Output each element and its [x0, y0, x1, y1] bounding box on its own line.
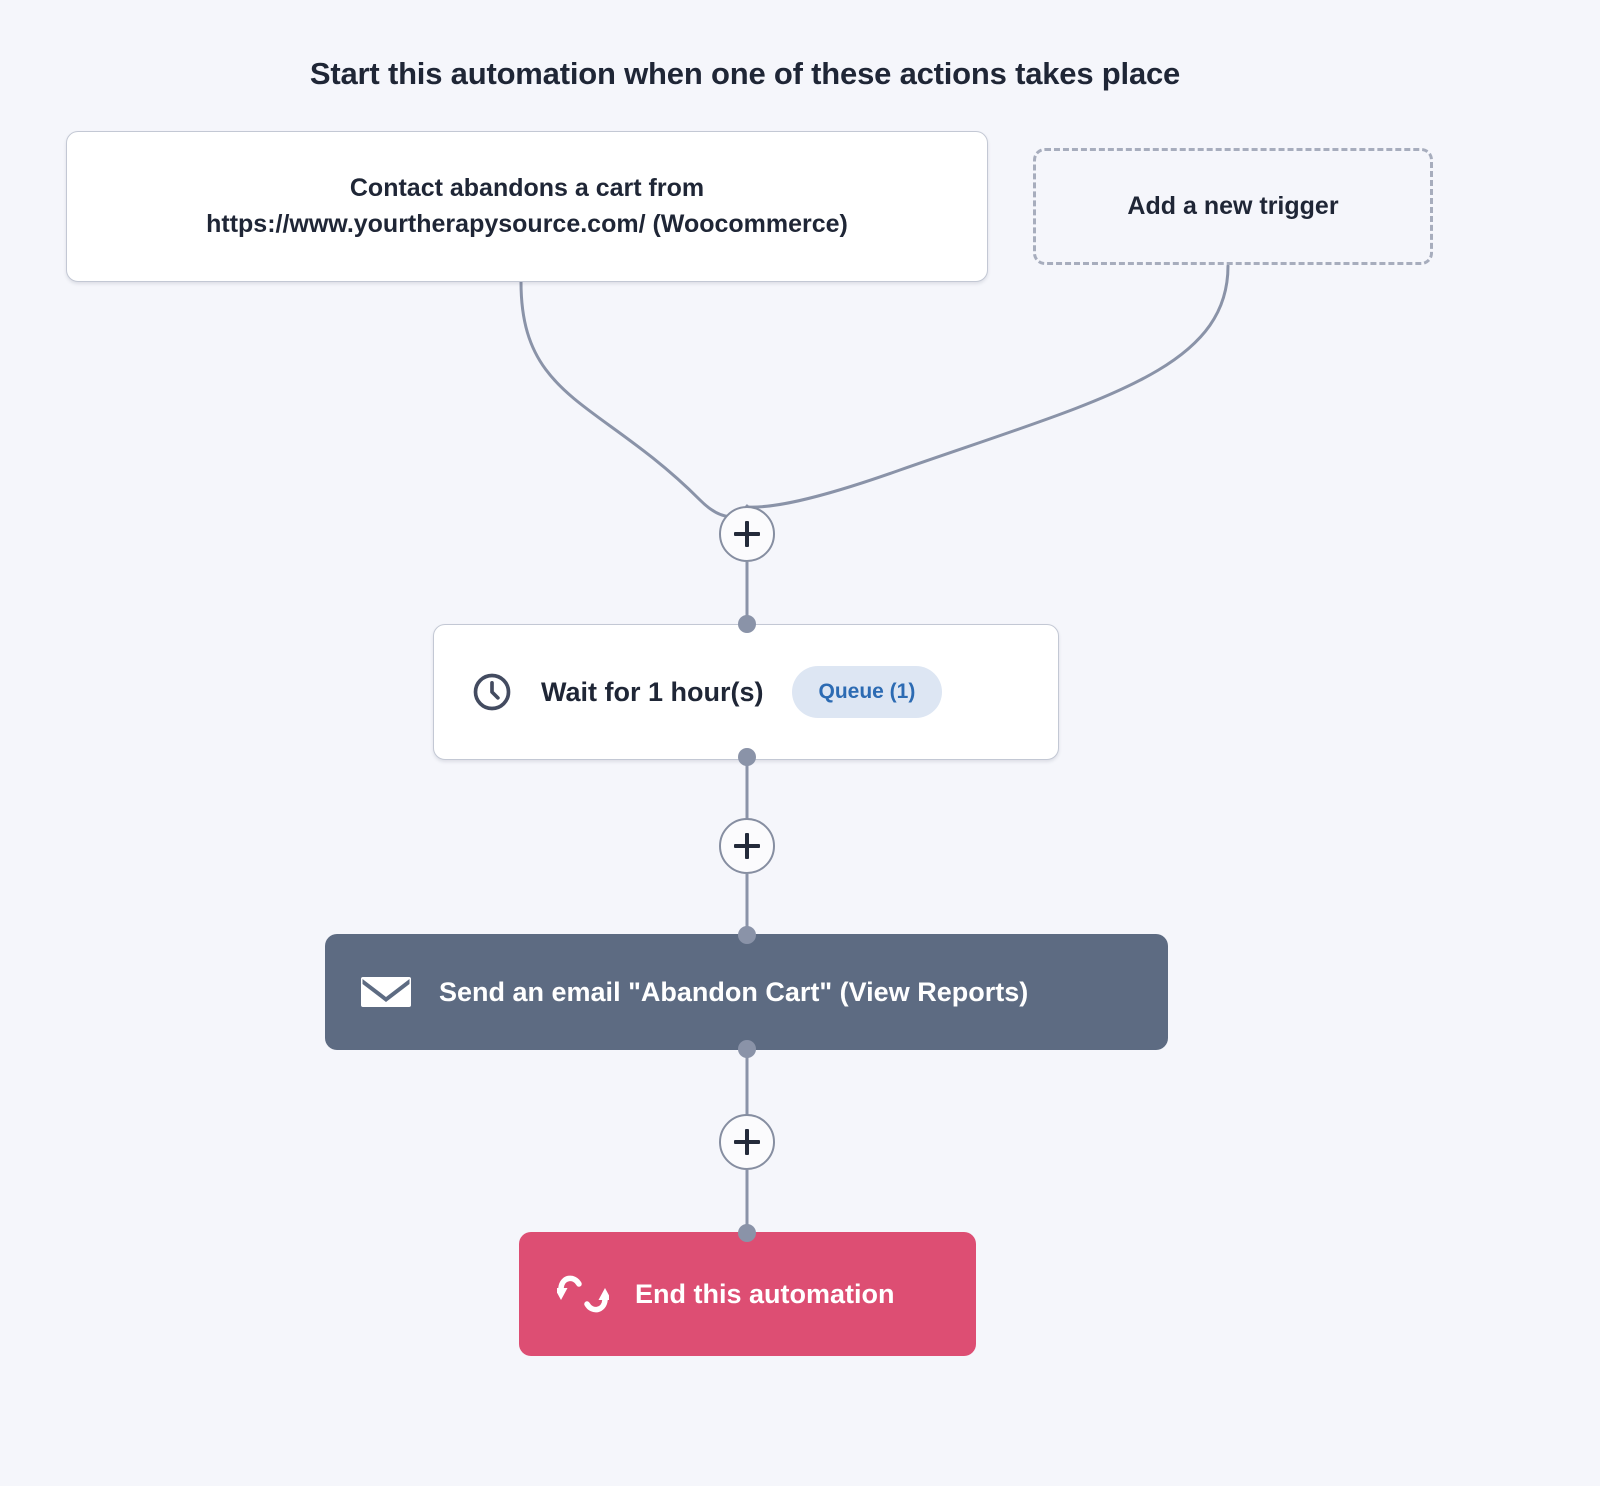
plus-icon [734, 1129, 760, 1155]
clock-icon [473, 673, 511, 711]
step-send-email-label: Send an email "Abandon Cart" (View Repor… [439, 976, 1029, 1007]
trigger-line-1: Contact abandons a cart from [349, 174, 705, 202]
plus-icon [734, 833, 760, 859]
trigger-line-2: https://www.yourtherapysource.com/ (Wooc… [206, 209, 848, 238]
add-new-trigger-label: Add a new trigger [1127, 192, 1339, 220]
step-send-email-node[interactable]: Send an email "Abandon Cart" (View Repor… [325, 934, 1168, 1050]
connection-dot-wait-bottom [738, 748, 756, 766]
add-step-button-2[interactable] [719, 818, 775, 874]
connector-add-trigger-to-plus [746, 264, 1230, 509]
step-end-automation-label: End this automation [635, 1278, 895, 1309]
add-step-button-1[interactable] [719, 506, 775, 562]
trigger-card-text: Contact abandons a cart from https://www… [206, 171, 848, 242]
plus-icon [734, 521, 760, 547]
page-title: Start this automation when one of these … [309, 56, 1181, 91]
step-wait-node[interactable]: Wait for 1 hour(s) Queue (1) [433, 624, 1059, 760]
step-end-automation-node[interactable]: End this automation [519, 1232, 976, 1356]
exchange-arrows-icon [557, 1275, 609, 1313]
queue-badge[interactable]: Queue (1) [791, 666, 943, 718]
connection-dot-email-bottom [738, 1040, 756, 1058]
envelope-icon [361, 977, 411, 1007]
add-new-trigger-button[interactable]: Add a new trigger [1033, 148, 1433, 265]
connection-dot-email-top [738, 926, 756, 944]
connection-dot-end-top [738, 1224, 756, 1242]
connection-dot-wait-top [738, 615, 756, 633]
step-wait-label: Wait for 1 hour(s) [541, 676, 764, 707]
add-step-button-3[interactable] [719, 1114, 775, 1170]
trigger-card-woocommerce[interactable]: Contact abandons a cart from https://www… [66, 131, 988, 282]
connector-trigger-to-plus [519, 280, 749, 518]
